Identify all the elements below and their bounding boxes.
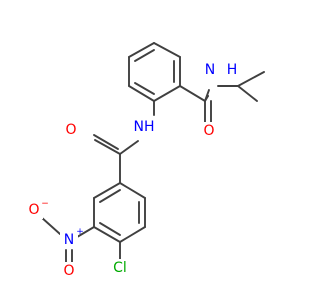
atom-labels: NH O N H O N + O − O Cl	[25, 61, 237, 280]
bond	[134, 49, 155, 62]
bond	[179, 85, 206, 102]
label-mask	[60, 231, 78, 249]
bond	[134, 82, 155, 95]
atom-n-right: N	[205, 62, 215, 78]
bond	[94, 139, 121, 155]
label-mask	[201, 61, 219, 79]
label-mask	[130, 118, 160, 136]
atom-n-right-h: H	[227, 62, 238, 78]
label-mask	[25, 201, 43, 219]
label-mask	[62, 121, 80, 139]
bond-layer	[40, 42, 265, 271]
label-mask	[108, 259, 132, 277]
bond	[237, 85, 258, 102]
bond	[119, 140, 139, 155]
bond	[93, 226, 121, 243]
charge-plus: +	[76, 227, 84, 237]
molecule-structure: NH O N H O N + O − O Cl	[25, 42, 265, 280]
bond	[119, 226, 146, 243]
charge-minus: −	[41, 199, 49, 209]
atom-o-right-amide: O	[203, 123, 214, 139]
atom-n-nitro: N	[64, 232, 74, 248]
bond	[99, 189, 121, 203]
atom-o-left-amide: O	[65, 122, 76, 138]
bond	[237, 71, 265, 87]
bond	[99, 222, 121, 236]
atom-cl: Cl	[113, 260, 127, 276]
bond	[93, 134, 119, 150]
label-mask	[60, 262, 78, 280]
bond	[93, 182, 121, 199]
atom-nh-left: NH	[134, 119, 155, 135]
bond	[128, 42, 155, 58]
bond	[128, 85, 155, 102]
atom-o-nitro-double: O	[63, 263, 74, 279]
bond	[153, 85, 181, 102]
label-mask	[200, 122, 218, 140]
bond	[40, 216, 61, 235]
atom-o-nitro-minus: O	[28, 202, 39, 218]
bond	[153, 42, 181, 58]
bond	[204, 89, 210, 102]
bond	[119, 182, 146, 199]
